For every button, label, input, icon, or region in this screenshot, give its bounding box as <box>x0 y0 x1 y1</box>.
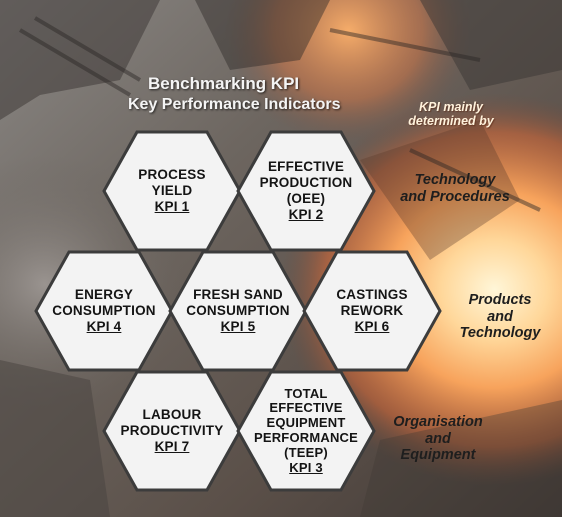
kpi-number: KPI 2 <box>288 206 324 222</box>
kpi-number: KPI 1 <box>154 198 190 214</box>
side-label-line: and <box>487 308 513 325</box>
hex-line: CASTINGS <box>336 287 408 303</box>
side-label-products-technology: Products and Technology <box>452 292 548 342</box>
side-header: KPI mainly determined by <box>388 100 514 129</box>
hex-label: LABOUR PRODUCTIVITY KPI 7 <box>102 370 242 492</box>
hexagon-shape <box>236 130 376 252</box>
hex-line: FRESH SAND <box>193 287 283 303</box>
hex-castings-rework: CASTINGS REWORK KPI 6 <box>302 250 442 372</box>
side-label-line: Organisation <box>393 414 483 430</box>
side-label-line: Equipment <box>400 447 476 464</box>
hex-line: PERFORMANCE <box>253 430 359 445</box>
hex-label: CASTINGS REWORK KPI 6 <box>302 250 442 372</box>
diagram-title: Benchmarking KPI <box>148 74 300 93</box>
kpi-number: KPI 6 <box>354 318 390 334</box>
kpi-number: KPI 5 <box>220 318 256 334</box>
hex-line: PROCESS <box>138 167 206 183</box>
hex-effective-production: EFFECTIVE PRODUCTION (OEE) KPI 2 <box>236 130 376 252</box>
side-label-technology-procedures: Technology and Procedures <box>396 172 514 205</box>
hex-process-yield: PROCESS YIELD KPI 1 <box>102 130 242 252</box>
hexagon-shape <box>302 250 442 372</box>
hex-line: ENERGY <box>74 287 134 303</box>
side-label-line: Products <box>468 292 532 308</box>
side-header-line: determined by <box>408 114 494 129</box>
hex-label: PROCESS YIELD KPI 1 <box>102 130 242 252</box>
hex-line: TOTAL <box>284 385 328 401</box>
diagram-subtitle: Key Performance Indicators <box>128 96 341 113</box>
hexagon-shape <box>102 130 242 252</box>
hex-line: LABOUR <box>142 407 202 423</box>
hexagon-shape <box>236 370 376 492</box>
hex-label: FRESH SAND CONSUMPTION KPI 5 <box>168 250 308 372</box>
kpi-number: KPI 7 <box>154 438 190 454</box>
hex-label: EFFECTIVE PRODUCTION (OEE) KPI 2 <box>236 130 376 252</box>
hex-line: CONSUMPTION <box>52 303 156 319</box>
hex-line: PRODUCTIVITY <box>120 423 224 439</box>
hexagon-shape <box>34 250 174 372</box>
side-label-line: and <box>425 430 451 447</box>
hex-line: YIELD <box>151 183 193 199</box>
hex-line: EFFECTIVE <box>267 159 345 175</box>
hexagon-shape <box>168 250 308 372</box>
side-label-line: and Procedures <box>400 188 510 205</box>
hex-teep: TOTAL EFFECTIVE EQUIPMENT PERFORMANCE (T… <box>236 370 376 492</box>
hex-line: REWORK <box>340 303 404 319</box>
hex-fresh-sand-consumption: FRESH SAND CONSUMPTION KPI 5 <box>168 250 308 372</box>
hex-line: EFFECTIVE <box>269 400 343 416</box>
side-header-line: KPI mainly <box>419 100 483 114</box>
hex-line: (OEE) <box>286 191 326 206</box>
hex-line: CONSUMPTION <box>186 303 290 319</box>
hex-line: (TEEP) <box>284 444 328 460</box>
hex-line: PRODUCTION <box>259 175 353 191</box>
kpi-number: KPI 4 <box>86 318 122 334</box>
side-label-line: Technology <box>459 325 541 342</box>
hex-line: EQUIPMENT <box>266 415 346 431</box>
hex-label: TOTAL EFFECTIVE EQUIPMENT PERFORMANCE (T… <box>236 370 376 492</box>
hex-label: ENERGY CONSUMPTION KPI 4 <box>34 250 174 372</box>
side-label-line: Technology <box>414 172 496 188</box>
kpi-number: KPI 3 <box>289 459 323 475</box>
hex-labour-productivity: LABOUR PRODUCTIVITY KPI 7 <box>102 370 242 492</box>
hex-energy-consumption: ENERGY CONSUMPTION KPI 4 <box>34 250 174 372</box>
hexagon-shape <box>102 370 242 492</box>
side-label-organisation-equipment: Organisation and Equipment <box>380 414 496 464</box>
